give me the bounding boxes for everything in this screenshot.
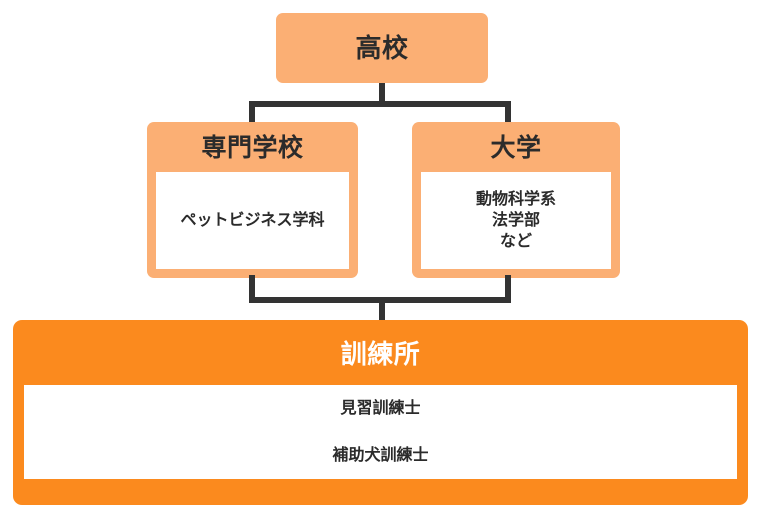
role-assistance-dog-trainer: 補助犬訓練士 <box>24 432 737 479</box>
node-training-center-roles: 見習訓練士 補助犬訓練士 <box>13 385 748 505</box>
faculty-law: 法学部 <box>491 212 540 229</box>
connector-highschool-stem <box>379 83 385 107</box>
node-vocational-school-title: 専門学校 <box>201 134 304 162</box>
faculty-etc: など <box>499 233 532 250</box>
connector-from-university <box>505 275 511 303</box>
node-vocational-school-courses: ペットビジネス学科 <box>156 172 349 269</box>
node-highschool-title: 高校 <box>355 33 409 63</box>
node-training-center: 訓練所 見習訓練士 補助犬訓練士 <box>13 320 748 505</box>
connector-from-vocational <box>249 275 255 303</box>
node-university-faculties: 動物科学系 法学部 など <box>421 172 611 269</box>
node-vocational-school: 専門学校 ペットビジネス学科 <box>147 122 358 278</box>
role-assistance-dog-trainer-label: 補助犬訓練士 <box>332 446 429 464</box>
connector-highschool-split-bar <box>249 101 511 107</box>
node-highschool: 高校 <box>276 13 488 83</box>
node-university: 大学 動物科学系 法学部 など <box>412 122 620 278</box>
faculty-animal-science: 動物科学系 <box>475 191 556 208</box>
role-apprentice-trainer: 見習訓練士 <box>24 385 737 432</box>
node-training-center-title: 訓練所 <box>340 339 421 369</box>
role-apprentice-trainer-label: 見習訓練士 <box>340 399 421 417</box>
node-university-title: 大学 <box>490 134 542 162</box>
connector-to-university <box>505 101 511 125</box>
course-pet-business: ペットビジネス学科 <box>180 212 325 229</box>
connector-to-vocational <box>249 101 255 125</box>
connector-training-stem <box>379 297 385 323</box>
